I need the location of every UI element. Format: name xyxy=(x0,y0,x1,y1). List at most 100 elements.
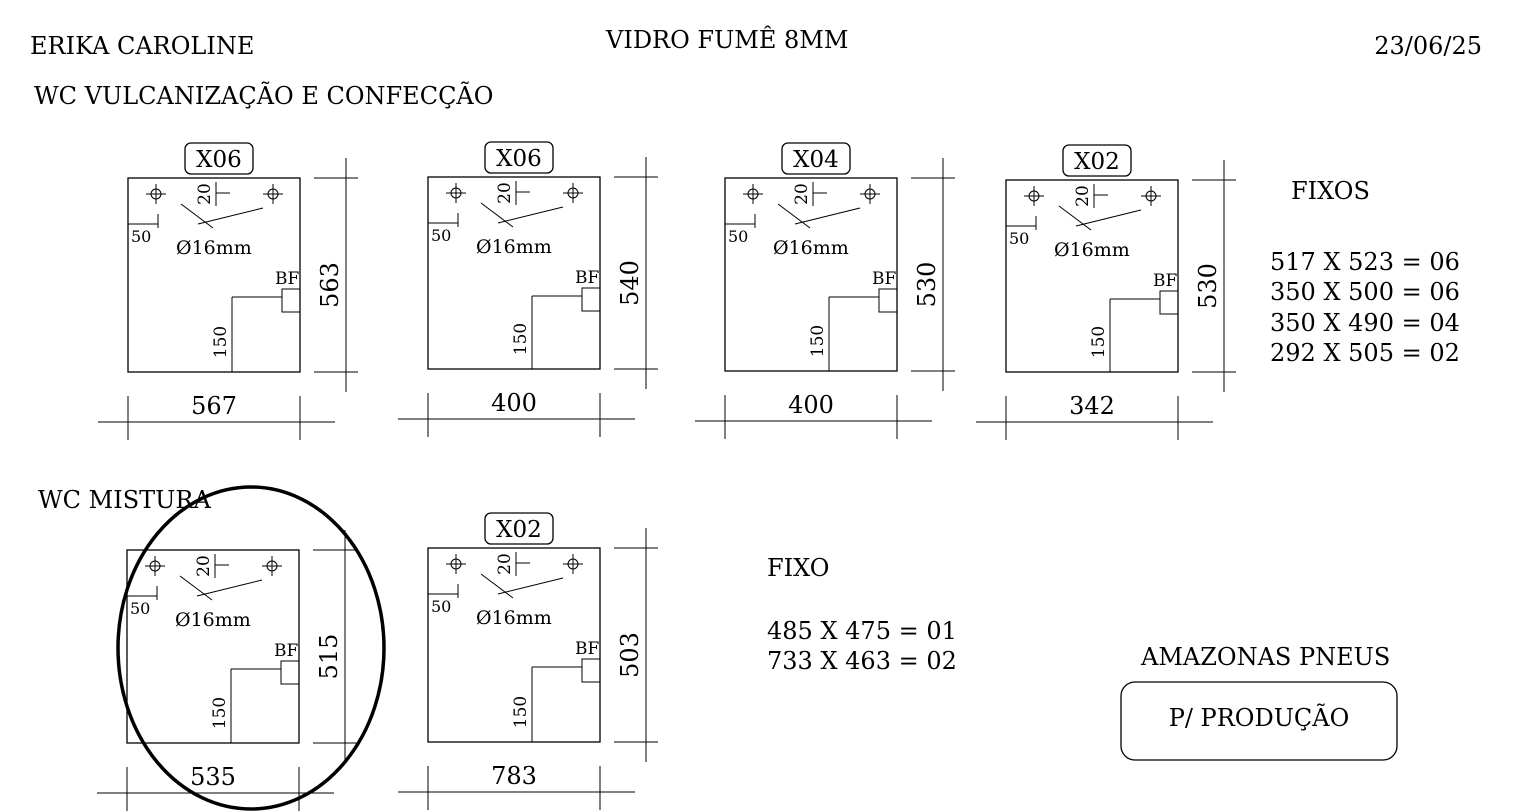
panel-drawings: X062050Ø16mmBF150563567X062050Ø16mmBF150… xyxy=(97,141,1236,811)
glass-panel-outline xyxy=(724,177,898,372)
leader-line xyxy=(1058,205,1092,231)
bf-mark-label: BF xyxy=(1153,271,1177,291)
quantity-label: X06 xyxy=(196,147,242,173)
glass-panel-outline xyxy=(1005,179,1179,373)
height-dim-label: 530 xyxy=(1194,263,1222,309)
production-stamp-label: P/ PRODUÇÃO xyxy=(1169,703,1350,732)
quantity-label: X04 xyxy=(793,147,839,173)
fixo-title: FIXO xyxy=(767,554,829,582)
date: 23/06/25 xyxy=(1374,32,1482,60)
quantity-tag xyxy=(484,141,554,174)
leader-line xyxy=(480,202,514,228)
quantity-tag xyxy=(184,142,254,175)
dim-top-label: 20 xyxy=(1073,185,1093,207)
dim-top-label: 20 xyxy=(792,183,812,205)
hole-note: Ø16mm xyxy=(773,237,849,259)
leader-line xyxy=(196,579,263,597)
fixo-line: 733 X 463 = 02 xyxy=(767,647,957,675)
hole-note: Ø16mm xyxy=(476,236,552,258)
fixo-list: FIXO 485 X 475 = 01 733 X 463 = 02 xyxy=(767,554,957,675)
height-dim-label: 563 xyxy=(316,262,344,308)
height-dim-label: 515 xyxy=(315,634,343,680)
height-dim-label: 530 xyxy=(913,262,941,308)
bf-handle-box xyxy=(581,658,601,683)
bf-handle-box xyxy=(878,288,898,313)
dim-bottom-label: 150 xyxy=(808,325,828,357)
bf-handle-box xyxy=(281,288,301,313)
glass-panel-outline xyxy=(126,549,300,744)
dim-left-label: 50 xyxy=(728,227,748,246)
dim-top-label: 20 xyxy=(195,183,215,205)
glass-panel-outline xyxy=(427,176,601,370)
bf-mark-label: BF xyxy=(575,639,599,659)
glass-panel-outline xyxy=(427,547,601,743)
dim-left-label: 50 xyxy=(130,599,150,618)
height-dim-label: 540 xyxy=(616,260,644,306)
fixos-line: 517 X 523 = 06 xyxy=(1270,248,1460,276)
dim-left-label: 50 xyxy=(1009,229,1029,248)
width-dim-label: 783 xyxy=(491,762,537,790)
quantity-tag xyxy=(484,512,554,545)
leader-line xyxy=(197,207,264,225)
hole-note: Ø16mm xyxy=(476,607,552,629)
quantity-tag xyxy=(1062,144,1132,177)
material-title: VIDRO FUMÊ 8MM xyxy=(605,25,848,54)
hole-note: Ø16mm xyxy=(175,609,251,631)
fixos-line: 350 X 500 = 06 xyxy=(1270,278,1460,306)
leader-line xyxy=(497,577,564,595)
quantity-tag xyxy=(781,142,851,175)
bf-mark-label: BF xyxy=(274,641,298,661)
leader-line xyxy=(794,207,861,225)
dim-left-label: 50 xyxy=(431,226,451,245)
dim-bottom-label: 150 xyxy=(1089,326,1109,358)
width-dim-label: 535 xyxy=(190,763,236,791)
leader-line xyxy=(480,573,514,599)
fixos-line: 292 X 505 = 02 xyxy=(1270,339,1460,367)
production-stamp-box xyxy=(1120,681,1398,761)
leader-line xyxy=(1075,209,1142,227)
dim-bottom-label: 150 xyxy=(511,323,531,355)
section-title-vulcanizacao: WC VULCANIZAÇÃO E CONFECÇÃO xyxy=(34,81,493,110)
bf-handle-box xyxy=(280,660,300,685)
fixos-line: 350 X 490 = 04 xyxy=(1270,309,1460,337)
fixos-list: FIXOS 517 X 523 = 06 350 X 500 = 06 350 … xyxy=(1270,177,1460,367)
leader-line xyxy=(777,203,811,229)
fixos-title: FIXOS xyxy=(1291,177,1370,205)
dim-left-label: 50 xyxy=(431,597,451,616)
glass-panel-outline xyxy=(127,177,301,373)
leader-line xyxy=(497,206,564,224)
dim-top-label: 20 xyxy=(495,553,515,575)
quantity-label: X02 xyxy=(1074,149,1120,175)
width-dim-label: 567 xyxy=(191,392,237,420)
bf-mark-label: BF xyxy=(275,269,299,289)
bf-handle-box xyxy=(1159,290,1179,315)
company-name: AMAZONAS PNEUS xyxy=(1140,643,1390,671)
leader-line xyxy=(179,575,213,601)
client-name: ERIKA CAROLINE xyxy=(30,32,254,60)
dim-bottom-label: 150 xyxy=(211,326,231,358)
fixo-line: 485 X 475 = 01 xyxy=(767,617,957,645)
hole-note: Ø16mm xyxy=(1054,239,1130,261)
width-dim-label: 342 xyxy=(1069,392,1115,420)
bf-mark-label: BF xyxy=(575,268,599,288)
highlight-circle xyxy=(116,485,386,811)
quantity-label: X02 xyxy=(496,517,542,543)
hole-note: Ø16mm xyxy=(176,237,252,259)
bf-mark-label: BF xyxy=(872,269,896,289)
dim-left-label: 50 xyxy=(131,227,151,246)
bf-handle-box xyxy=(581,287,601,312)
dim-top-label: 20 xyxy=(194,555,214,577)
leader-line xyxy=(180,203,214,229)
height-dim-label: 503 xyxy=(616,632,644,678)
width-dim-label: 400 xyxy=(491,389,537,417)
dim-bottom-label: 150 xyxy=(210,697,230,729)
quantity-label: X06 xyxy=(496,146,542,172)
dim-bottom-label: 150 xyxy=(511,696,531,728)
